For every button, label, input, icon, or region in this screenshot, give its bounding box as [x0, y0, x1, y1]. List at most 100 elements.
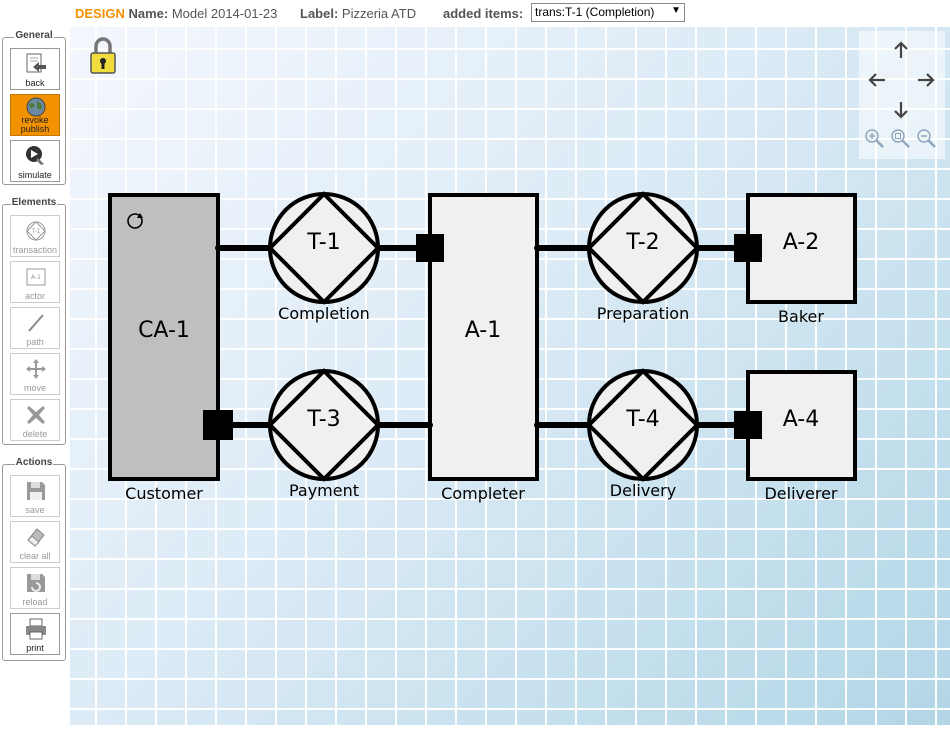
dropdown-arrow-icon: ▼: [671, 5, 681, 16]
delete-label: delete: [22, 429, 48, 439]
t3-id: T-3: [306, 407, 340, 432]
general-group: General back revoke publish simulate: [2, 30, 66, 185]
added-items-value: trans:T-1 (Completion): [535, 5, 655, 19]
ca1-name: Customer: [125, 484, 203, 503]
zoom-in-icon: [865, 129, 884, 148]
save-label: save: [25, 505, 45, 515]
svg-text:T-1: T-1: [30, 228, 40, 235]
initiator-markers: [215, 245, 540, 428]
actor-a2[interactable]: A-2 Baker: [746, 193, 857, 326]
printer-icon: [26, 618, 46, 640]
arrow-left-icon: [868, 73, 885, 87]
move-icon: [26, 359, 46, 379]
zoom-out-icon: [917, 129, 936, 148]
a4-name: Deliverer: [764, 484, 837, 503]
actions-group-title: Actions: [14, 457, 54, 468]
revoke-label: revoke: [21, 115, 49, 125]
transaction-t4[interactable]: T-4 Delivery: [586, 368, 700, 500]
transaction-t2[interactable]: T-2 Preparation: [586, 191, 700, 323]
clear-all-button[interactable]: clear all: [10, 521, 60, 563]
zoom-out-button[interactable]: [915, 127, 937, 149]
transaction-icon: T-1: [26, 221, 46, 241]
executor-marker-t3: [203, 410, 233, 440]
composite-actor-ca1[interactable]: CA-1 Customer: [108, 193, 220, 503]
initiator-dot-t1: [215, 245, 221, 251]
zoom-reset-icon: [891, 129, 910, 148]
actor-a4[interactable]: A-4 Deliverer: [746, 370, 857, 503]
t2-name: Preparation: [597, 304, 689, 323]
pan-up-button[interactable]: [890, 39, 912, 61]
eraser-icon: [27, 528, 45, 547]
a1-name: Completer: [441, 484, 525, 503]
executor-marker-t4: [734, 411, 762, 439]
actor-tool-button[interactable]: A-1 actor: [10, 261, 60, 303]
added-items-label: added items:: [443, 6, 524, 21]
model-label: Pizzeria ATD: [341, 6, 417, 21]
t2-id: T-2: [625, 230, 659, 255]
diagram-canvas[interactable]: CA-1 Customer A-1 Completer A-2 Baker A-…: [70, 27, 950, 725]
t4-name: Delivery: [610, 481, 676, 500]
model-name: Model 2014-01-23: [171, 6, 278, 21]
arrow-right-icon: [918, 73, 935, 87]
delete-icon: [27, 406, 45, 424]
publish-label: publish: [20, 124, 50, 134]
zoom-in-button[interactable]: [863, 127, 885, 149]
label-info: Label: Pizzeria ATD: [300, 6, 416, 21]
added-items-select[interactable]: trans:T-1 (Completion) ▼: [531, 3, 685, 22]
reload-icon: [27, 574, 45, 592]
t1-name: Completion: [278, 304, 370, 323]
executor-marker-t1: [416, 234, 444, 262]
path-tool-button[interactable]: path: [10, 307, 60, 349]
initiator-dot-t4: [534, 422, 540, 428]
ca1-id: CA-1: [138, 318, 190, 343]
globe-icon: [26, 97, 46, 117]
refresh-icon: [137, 213, 143, 218]
a1-id: A-1: [465, 318, 502, 343]
simulate-button[interactable]: simulate: [10, 140, 60, 182]
zoom-reset-button[interactable]: [889, 127, 911, 149]
print-button[interactable]: print: [10, 613, 60, 655]
transaction-t1[interactable]: T-1 Completion: [267, 191, 381, 323]
a4-id: A-4: [783, 407, 820, 432]
pan-down-button[interactable]: [890, 99, 912, 121]
model-info: DESIGN Name: Model 2014-01-23: [75, 6, 277, 21]
reload-label: reload: [22, 597, 48, 607]
pan-left-button[interactable]: [866, 69, 888, 91]
connection-lines: [218, 245, 748, 428]
path-icon: [28, 314, 44, 332]
actions-group: Actions save clear all reload print: [2, 457, 66, 661]
reload-button[interactable]: reload: [10, 567, 60, 609]
path-label: path: [26, 337, 44, 347]
move-label: move: [23, 383, 46, 393]
name-label: Name:: [128, 6, 169, 21]
actor-label: actor: [24, 291, 45, 301]
delete-tool-button[interactable]: delete: [10, 399, 60, 441]
atd-diagram: CA-1 Customer A-1 Completer A-2 Baker A-…: [108, 191, 857, 503]
executor-marker-t2: [734, 234, 762, 262]
actor-a1[interactable]: A-1 Completer: [428, 193, 539, 503]
elements-group: Elements T-1 transaction A-1 actor path …: [2, 197, 66, 445]
transaction-t3[interactable]: T-3 Payment: [267, 368, 381, 500]
save-button[interactable]: save: [10, 475, 60, 517]
back-button[interactable]: back: [10, 48, 60, 90]
t3-name: Payment: [289, 481, 359, 500]
transaction-tool-button[interactable]: T-1 transaction: [10, 215, 60, 257]
clear-all-label: clear all: [19, 551, 51, 561]
back-icon: [26, 53, 46, 73]
print-label: print: [26, 643, 44, 653]
a2-id: A-2: [783, 230, 820, 255]
initiator-dot-t2: [534, 245, 540, 251]
move-tool-button[interactable]: move: [10, 353, 60, 395]
lock-icon[interactable]: [88, 35, 118, 75]
simulate-label: simulate: [18, 170, 52, 180]
label-label: Label:: [300, 6, 339, 21]
executor-markers: [203, 234, 762, 440]
svg-text:A-1: A-1: [31, 274, 41, 281]
initiator-dot-t3: [427, 422, 433, 428]
header-bar: DESIGN Name: Model 2014-01-23 Label: Piz…: [0, 0, 950, 26]
mode-label: DESIGN: [75, 6, 125, 21]
revoke-publish-button[interactable]: revoke publish: [10, 94, 60, 136]
pan-right-button[interactable]: [915, 69, 937, 91]
a2-name: Baker: [778, 307, 824, 326]
arrow-up-icon: [894, 41, 908, 58]
